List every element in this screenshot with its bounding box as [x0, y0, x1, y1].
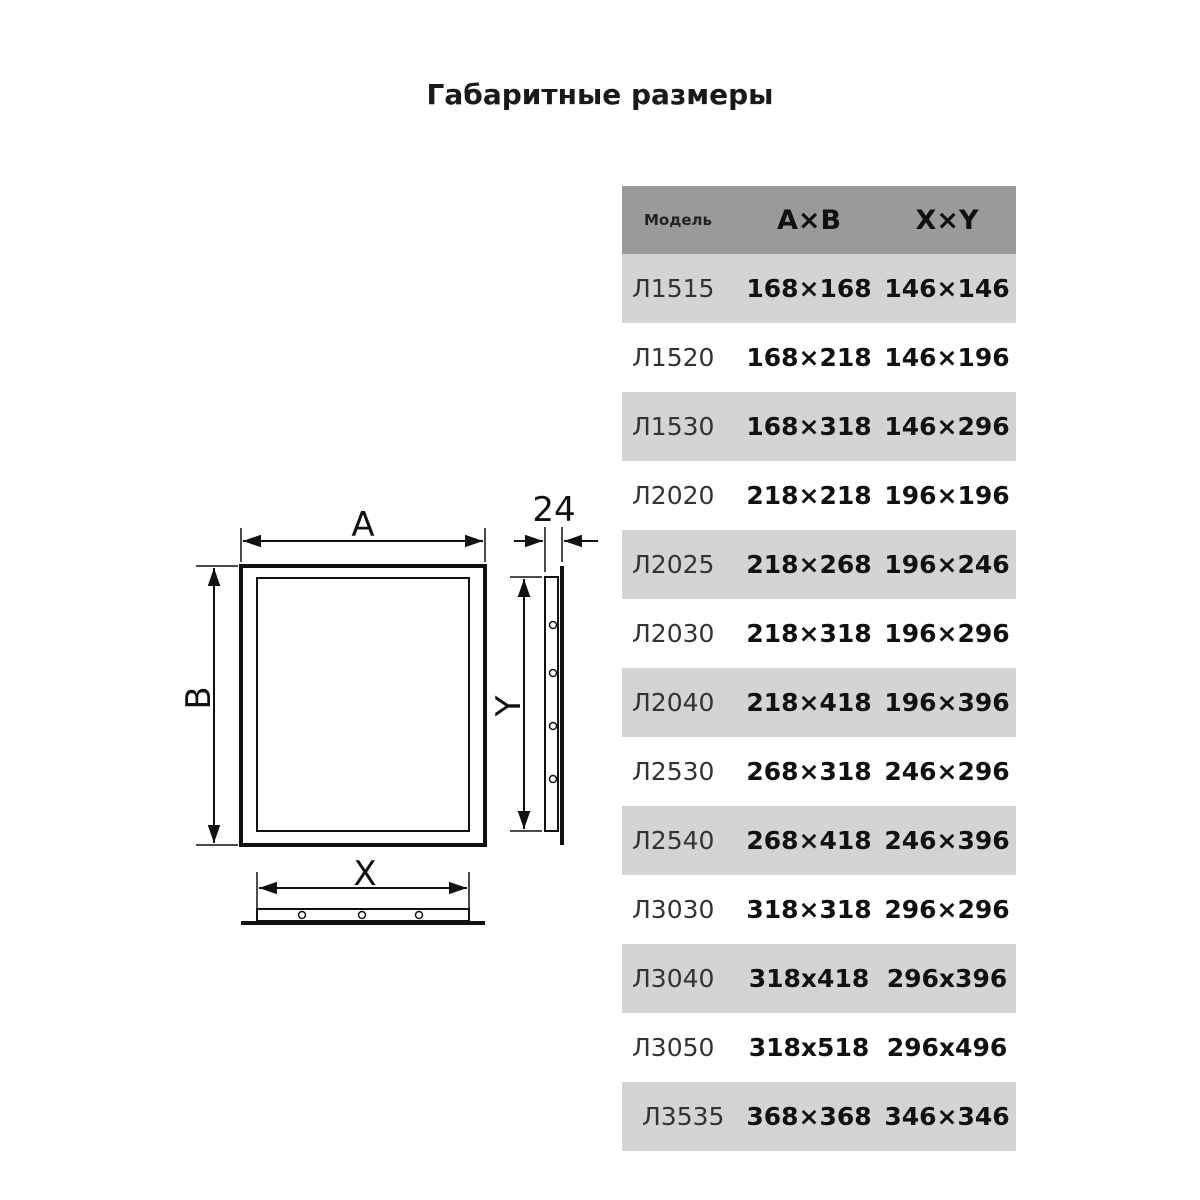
table-row: Л2020 218×218 196×196 — [622, 461, 1016, 530]
xy-cell: 146×296 — [884, 412, 1010, 441]
xy-cell: 346×346 — [884, 1102, 1010, 1131]
xy-cell: 196×296 — [884, 619, 1010, 648]
model-cell: Л1520 — [632, 343, 715, 372]
ab-cell: 318x518 — [748, 1033, 870, 1062]
ab-cell: 318×318 — [746, 895, 872, 924]
ab-cell: 168×218 — [746, 343, 872, 372]
xy-cell: 146×196 — [884, 343, 1010, 372]
table-row: Л1530 168×318 146×296 — [622, 392, 1016, 461]
model-cell: Л2020 — [632, 481, 715, 510]
table-row: Л2030 218×318 196×296 — [622, 599, 1016, 668]
dimension-b: B — [179, 565, 238, 846]
model-cell: Л3535 — [642, 1102, 725, 1131]
table-row: Л1515 168×168 146×146 — [622, 254, 1016, 323]
model-cell: Л3050 — [632, 1033, 715, 1062]
side-view: Y 24 — [489, 490, 598, 845]
ab-cell: 218×268 — [746, 550, 872, 579]
table-row: Л3050 318x518 296x496 — [622, 1013, 1016, 1082]
dimension-x-label: X — [353, 854, 376, 894]
model-cell: Л1530 — [632, 412, 715, 441]
model-cell: Л2040 — [632, 688, 715, 717]
dimensions-table: Модель A×B X×Y Л1515 168×168 146×146 Л15… — [622, 186, 1016, 1151]
ab-cell: 218×418 — [746, 688, 872, 717]
table-row: Л3535 368×368 346×346 — [622, 1082, 1016, 1151]
bottom-view: X — [241, 854, 485, 925]
model-cell: Л2030 — [632, 619, 715, 648]
table-row: Л2530 268×318 246×296 — [622, 737, 1016, 806]
page-title: Габаритные размеры — [426, 78, 774, 111]
ab-cell: 268×418 — [746, 826, 872, 855]
ab-cell: 218×218 — [746, 481, 872, 510]
dimension-a: A — [240, 505, 486, 562]
header-xy: X×Y — [915, 204, 979, 236]
ab-cell: 168×318 — [746, 412, 872, 441]
table-header: Модель A×B X×Y — [622, 186, 1016, 254]
table-row: Л2025 218×268 196×246 — [622, 530, 1016, 599]
xy-cell: 196×396 — [884, 688, 1010, 717]
dimension-a-label: A — [351, 505, 374, 545]
model-cell: Л3040 — [632, 964, 715, 993]
model-cell: Л2540 — [632, 826, 715, 855]
ab-cell: 168×168 — [746, 274, 872, 303]
table-row: Л1520 168×218 146×196 — [622, 323, 1016, 392]
xy-cell: 246×296 — [884, 757, 1010, 786]
xy-cell: 196×246 — [884, 550, 1010, 579]
dimension-b-label: B — [179, 686, 219, 709]
dimension-y-label: Y — [489, 695, 529, 717]
model-cell: Л1515 — [632, 274, 715, 303]
dimension-depth-label: 24 — [532, 490, 575, 530]
model-cell: Л2025 — [632, 550, 715, 579]
xy-cell: 146×146 — [884, 274, 1010, 303]
ab-cell: 218×318 — [746, 619, 872, 648]
xy-cell: 196×196 — [884, 481, 1010, 510]
table-row: Л2540 268×418 246×396 — [622, 806, 1016, 875]
xy-cell: 246×396 — [884, 826, 1010, 855]
header-model: Модель — [644, 211, 712, 229]
front-view — [239, 564, 487, 847]
ab-cell: 368×368 — [746, 1102, 872, 1131]
xy-cell: 296x496 — [886, 1033, 1008, 1062]
table-row: Л3040 318x418 296x396 — [622, 944, 1016, 1013]
xy-cell: 296x396 — [886, 964, 1008, 993]
ab-cell: 318x418 — [748, 964, 870, 993]
table-row: Л2040 218×418 196×396 — [622, 668, 1016, 737]
table-row: Л3030 318×318 296×296 — [622, 875, 1016, 944]
header-ab: A×B — [776, 204, 842, 236]
xy-cell: 296×296 — [884, 895, 1010, 924]
model-cell: Л2530 — [632, 757, 715, 786]
ab-cell: 268×318 — [746, 757, 872, 786]
model-cell: Л3030 — [632, 895, 715, 924]
